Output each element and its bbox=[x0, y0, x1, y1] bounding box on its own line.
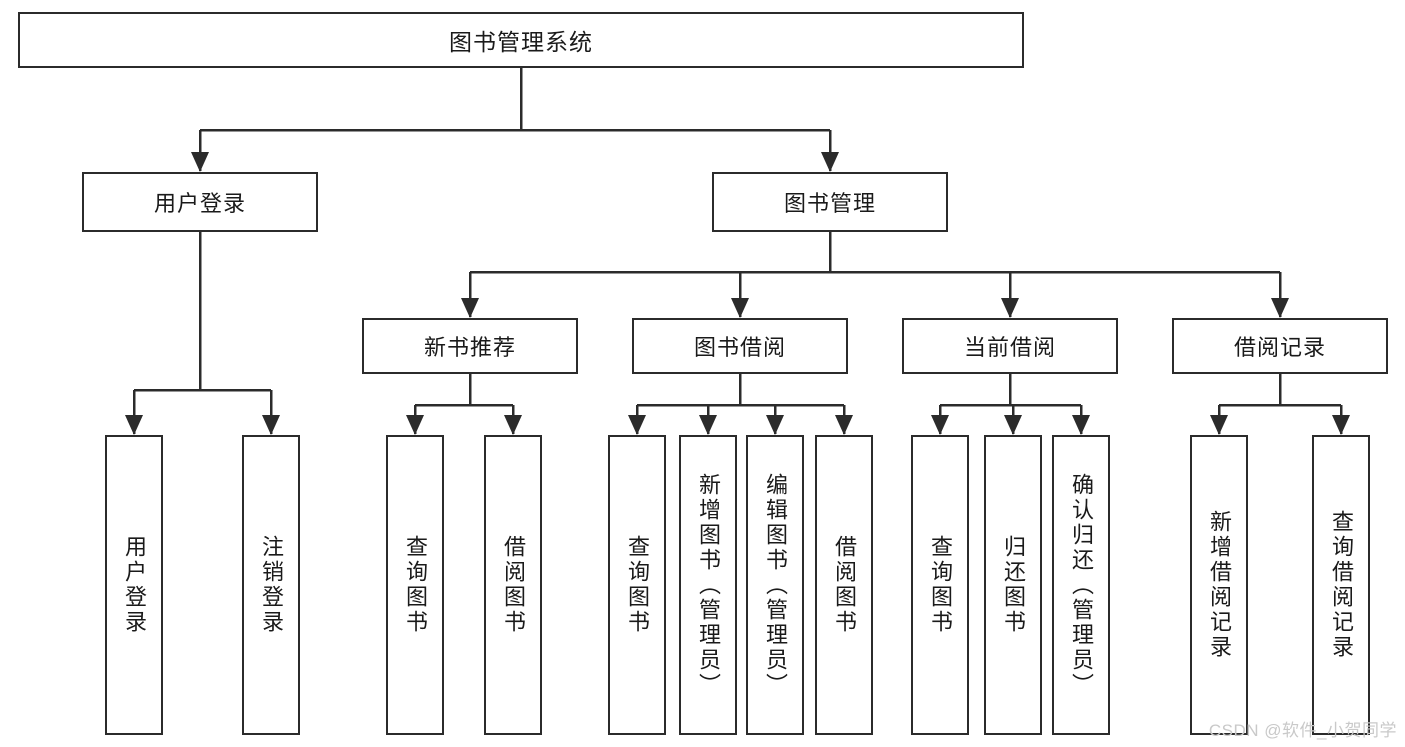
node-label-records: 借阅记录 bbox=[1233, 335, 1326, 360]
node-borrow-1[interactable]: 查询图书 bbox=[608, 435, 666, 735]
edge-arrowhead-records-0 bbox=[1210, 415, 1228, 435]
edge-arrowhead-root-1 bbox=[821, 152, 839, 172]
node-root[interactable]: 图书管理系统 bbox=[18, 12, 1024, 68]
edge-arrowhead-borrow-1 bbox=[699, 415, 717, 435]
edge-arrowhead-bookmgmt-0 bbox=[461, 298, 479, 318]
node-records-2[interactable]: 查询借阅记录 bbox=[1312, 435, 1370, 735]
edge-arrowhead-borrow-0 bbox=[628, 415, 646, 435]
edge-arrowhead-root-0 bbox=[191, 152, 209, 172]
node-label-records-2: 查询借阅记录 bbox=[1329, 510, 1354, 660]
node-bookmgmt[interactable]: 图书管理 bbox=[712, 172, 948, 232]
edge-arrowhead-login-0 bbox=[125, 415, 143, 435]
node-newbook-2[interactable]: 借阅图书 bbox=[484, 435, 542, 735]
node-current-1[interactable]: 查询图书 bbox=[911, 435, 969, 735]
node-borrow-2[interactable]: 新增图书（管理员） bbox=[679, 435, 737, 735]
edge-arrowhead-current-1 bbox=[1004, 415, 1022, 435]
node-label-bookmgmt: 图书管理 bbox=[783, 191, 876, 216]
node-label-login: 用户登录 bbox=[153, 191, 246, 216]
node-label-root: 图书管理系统 bbox=[449, 29, 593, 55]
edge-arrowhead-records-1 bbox=[1332, 415, 1350, 435]
node-login-2[interactable]: 注销登录 bbox=[242, 435, 300, 735]
edge-arrowhead-borrow-3 bbox=[835, 415, 853, 435]
node-login[interactable]: 用户登录 bbox=[82, 172, 318, 232]
node-label-records-1: 新增借阅记录 bbox=[1207, 510, 1232, 660]
node-borrow-4[interactable]: 借阅图书 bbox=[815, 435, 873, 735]
edge-arrowhead-borrow-2 bbox=[766, 415, 784, 435]
edge-arrowhead-current-2 bbox=[1072, 415, 1090, 435]
node-label-borrow-2: 新增图书（管理员） bbox=[696, 472, 721, 698]
node-label-newbook-2: 借阅图书 bbox=[501, 535, 526, 635]
node-label-current-2: 归还图书 bbox=[1001, 535, 1026, 635]
edge-arrowhead-bookmgmt-2 bbox=[1001, 298, 1019, 318]
node-label-borrow-4: 借阅图书 bbox=[832, 535, 857, 635]
edge-arrowhead-bookmgmt-3 bbox=[1271, 298, 1289, 318]
node-label-borrow-3: 编辑图书（管理员） bbox=[763, 472, 788, 698]
node-label-current-1: 查询图书 bbox=[928, 535, 953, 635]
node-current-2[interactable]: 归还图书 bbox=[984, 435, 1042, 735]
node-newbook-1[interactable]: 查询图书 bbox=[386, 435, 444, 735]
node-label-borrow-1: 查询图书 bbox=[625, 535, 650, 635]
node-label-login-1: 用户登录 bbox=[122, 535, 147, 635]
node-current[interactable]: 当前借阅 bbox=[902, 318, 1118, 374]
edge-arrowhead-current-0 bbox=[931, 415, 949, 435]
node-label-newbook-1: 查询图书 bbox=[403, 535, 428, 635]
node-records-1[interactable]: 新增借阅记录 bbox=[1190, 435, 1248, 735]
edge-arrowhead-bookmgmt-1 bbox=[731, 298, 749, 318]
node-label-current: 当前借阅 bbox=[963, 335, 1056, 360]
node-label-login-2: 注销登录 bbox=[259, 535, 284, 635]
node-label-borrow: 图书借阅 bbox=[693, 335, 786, 360]
node-current-3[interactable]: 确认归还（管理员） bbox=[1052, 435, 1110, 735]
node-borrow-3[interactable]: 编辑图书（管理员） bbox=[746, 435, 804, 735]
edge-arrowhead-newbook-1 bbox=[504, 415, 522, 435]
node-label-current-3: 确认归还（管理员） bbox=[1069, 472, 1094, 698]
edge-arrowhead-login-1 bbox=[262, 415, 280, 435]
node-login-1[interactable]: 用户登录 bbox=[105, 435, 163, 735]
node-newbook[interactable]: 新书推荐 bbox=[362, 318, 578, 374]
node-label-newbook: 新书推荐 bbox=[423, 335, 516, 360]
node-records[interactable]: 借阅记录 bbox=[1172, 318, 1388, 374]
edge-arrowhead-newbook-0 bbox=[406, 415, 424, 435]
node-borrow[interactable]: 图书借阅 bbox=[632, 318, 848, 374]
